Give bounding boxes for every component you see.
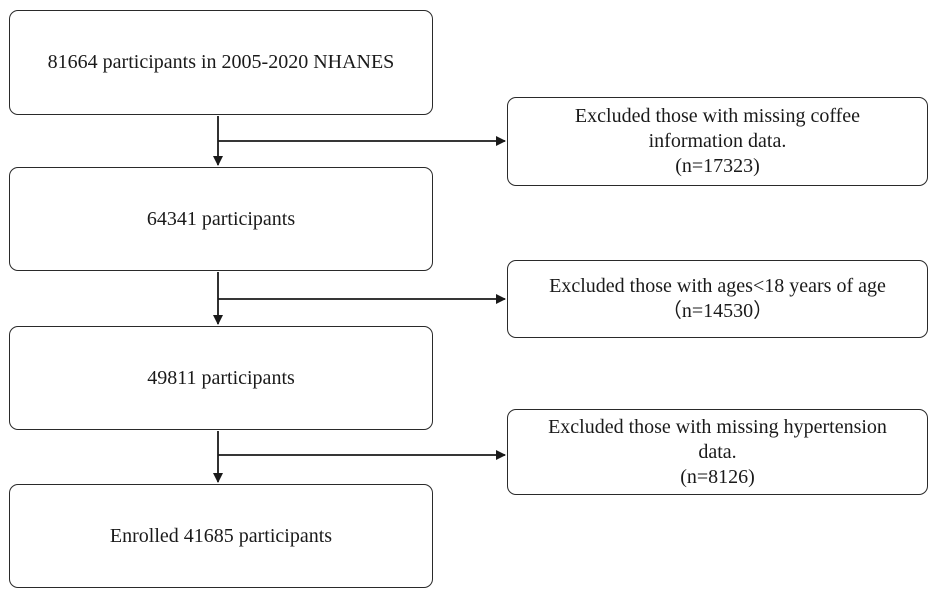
flow-box-text: 49811 participants — [147, 366, 295, 389]
exclusion-count: (n=8126) — [680, 465, 755, 488]
exclusion-text: information data. — [648, 130, 787, 152]
exclusion-text: Excluded those with missing coffee — [574, 105, 861, 127]
flow-box-after-coffee-exclusion: 64341 participants — [9, 167, 433, 271]
exclusion-count: (n=17323) — [675, 155, 760, 177]
flow-box-after-age-exclusion: 49811 participants — [9, 326, 433, 430]
flow-box-enrolled-participants: Enrolled 41685 participants — [9, 484, 433, 588]
flow-box-initial-participants: 81664 participants in 2005-2020 NHANES — [9, 10, 433, 115]
flow-box-text: 81664 participants in 2005-2020 NHANES — [47, 51, 395, 73]
exclusion-count: （n=14530） — [661, 300, 774, 322]
flow-box-text: 64341 participants — [146, 207, 296, 230]
exclusion-box-missing-hypertension: Excluded those with missing hypertension… — [507, 409, 928, 495]
exclusion-text: data. — [698, 440, 737, 463]
exclusion-text: Excluded those with ages<18 years of age — [549, 275, 886, 297]
exclusion-box-under-18: Excluded those with ages<18 years of age… — [507, 260, 928, 338]
exclusion-text: Excluded those with missing hypertension — [548, 415, 887, 438]
flow-box-text: Enrolled 41685 participants — [109, 524, 333, 547]
exclusion-box-missing-coffee: Excluded those with missing coffee infor… — [507, 97, 928, 186]
